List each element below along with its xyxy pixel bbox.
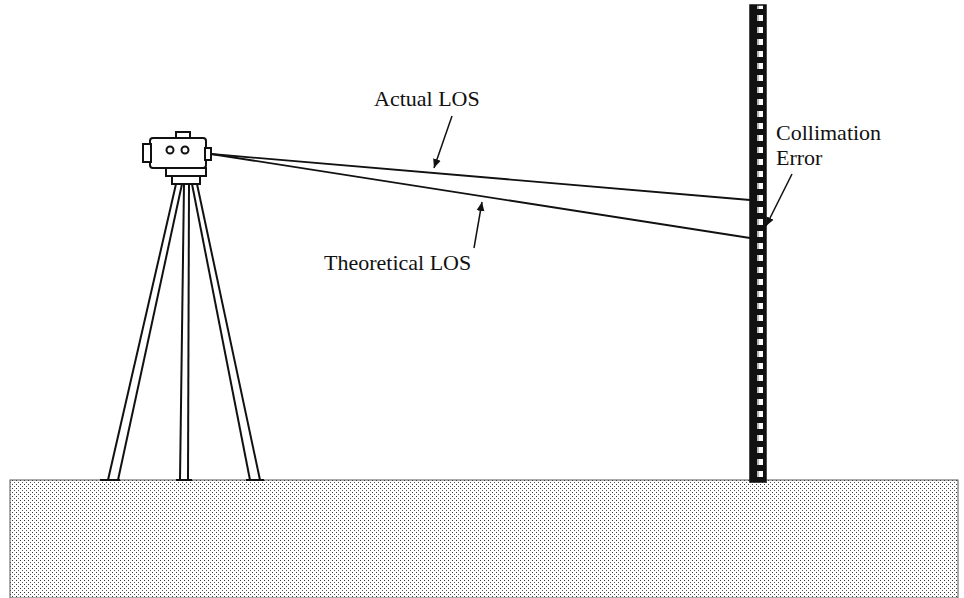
tripod bbox=[100, 168, 264, 480]
leveling-rod bbox=[750, 5, 766, 482]
leader-arrow bbox=[766, 174, 792, 226]
callout-label: Collimation Error bbox=[776, 120, 901, 171]
leader-arrow bbox=[474, 202, 482, 248]
theoretical-los-line bbox=[211, 154, 750, 238]
actual-los-line bbox=[211, 154, 750, 200]
callout-label: Actual LOS bbox=[374, 86, 574, 111]
leader-arrow bbox=[434, 116, 452, 168]
callout-label: Theoretical LOS bbox=[324, 250, 554, 275]
ground bbox=[10, 480, 958, 598]
level-instrument bbox=[143, 132, 211, 168]
